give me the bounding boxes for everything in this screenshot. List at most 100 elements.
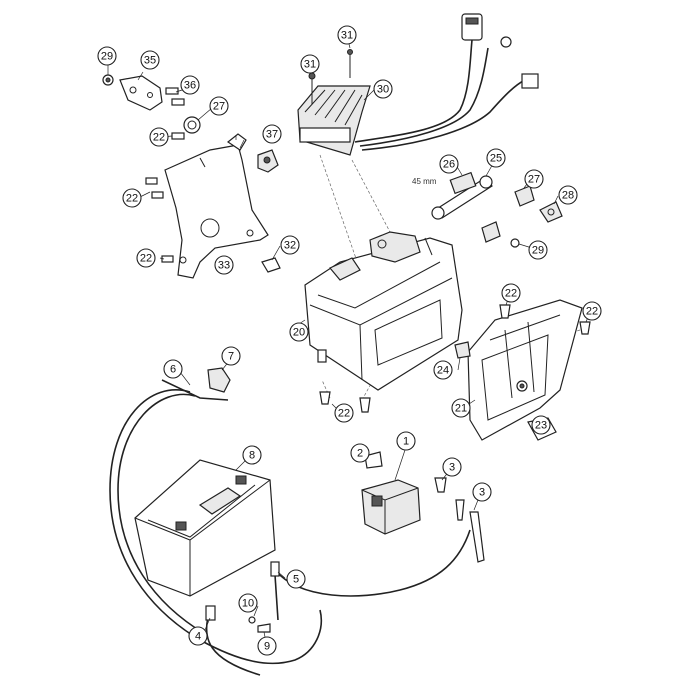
callout-circle: [558, 185, 578, 205]
callout-circle: [472, 482, 492, 502]
clip-32: [261, 257, 281, 273]
callout-32: 32: [280, 235, 300, 255]
callout-number: 23: [535, 420, 547, 432]
callout-20: 20: [289, 322, 309, 342]
callout-circle: [289, 322, 309, 342]
callout-circle: [122, 188, 142, 208]
callout-number: 3: [479, 487, 485, 499]
callout-number: 22: [586, 306, 598, 318]
callout-22: 22: [122, 188, 142, 208]
callout-31: 31: [337, 25, 357, 45]
battery-holder: [304, 231, 463, 391]
callout-22: 22: [149, 127, 169, 147]
callout-8: 8: [242, 445, 262, 465]
holder-screws: [319, 391, 371, 413]
battery: [134, 459, 276, 597]
callout-number: 22: [505, 288, 517, 300]
callout-2: 2: [350, 443, 370, 463]
callout-number: 29: [532, 245, 544, 257]
callout-circle: [334, 403, 354, 423]
callout-33: 33: [214, 255, 234, 275]
callout-circle: [286, 569, 306, 589]
callout-1: 1: [396, 431, 416, 451]
callout-24: 24: [433, 360, 453, 380]
callout-circle: [531, 415, 551, 435]
callout-4: 4: [188, 626, 208, 646]
callout-9: 9: [257, 636, 277, 656]
callout-number: 3: [449, 462, 455, 474]
regulator-wiring: [354, 13, 539, 151]
callout-circle: [442, 457, 462, 477]
dimension-label: 45 mm: [412, 177, 437, 186]
callout-circle: [180, 75, 200, 95]
holder-plate: [119, 75, 163, 111]
callout-number: 31: [341, 30, 353, 42]
callout-circle: [140, 50, 160, 70]
callout-23: 23: [531, 415, 551, 435]
callout-number: 32: [284, 240, 296, 252]
callout-number: 26: [443, 159, 455, 171]
callout-circle: [373, 79, 393, 99]
callout-circle: [524, 169, 544, 189]
callout-number: 27: [213, 101, 225, 113]
callout-circle: [300, 54, 320, 74]
callout-22: 22: [136, 248, 156, 268]
callout-circle: [242, 445, 262, 465]
callout-number: 25: [490, 153, 502, 165]
callout-number: 9: [264, 641, 270, 653]
holder-bracket-21: [467, 299, 583, 441]
callout-circle: [238, 593, 258, 613]
callout-circle: [451, 398, 471, 418]
callout-circle: [501, 283, 521, 303]
grommet-37: [257, 149, 279, 173]
callout-21: 21: [451, 398, 471, 418]
strap-26: 45 mm: [412, 171, 493, 220]
callout-circle: [337, 25, 357, 45]
callout-number: 5: [293, 574, 299, 586]
callout-circle: [136, 248, 156, 268]
callout-number: 35: [144, 55, 156, 67]
callout-number: 31: [304, 59, 316, 71]
callout-number: 36: [184, 80, 196, 92]
callout-28: 28: [558, 185, 578, 205]
callout-7: 7: [221, 346, 241, 366]
callout-circle: [396, 431, 416, 451]
callout-number: 7: [228, 351, 234, 363]
terminal-cap-7: [207, 367, 231, 393]
callout-35: 35: [140, 50, 160, 70]
callout-number: 37: [266, 129, 278, 141]
battery-cables: [109, 379, 485, 676]
starter-relay: [361, 451, 447, 535]
callout-circle: [188, 626, 208, 646]
callout-circle: [257, 636, 277, 656]
callout-number: 24: [437, 365, 449, 377]
callout-22: 22: [501, 283, 521, 303]
callout-31: 31: [300, 54, 320, 74]
callout-circle: [221, 346, 241, 366]
callout-29: 29: [528, 240, 548, 260]
callout-10: 10: [238, 593, 258, 613]
strap-hardware: [481, 185, 563, 248]
callout-circle: [528, 240, 548, 260]
terminal-screws: [248, 616, 271, 633]
small-fasteners-left: [102, 74, 247, 263]
callout-circle: [262, 124, 282, 144]
callout-number: 27: [528, 174, 540, 186]
callout-number: 22: [338, 408, 350, 420]
callout-3: 3: [472, 482, 492, 502]
callout-circle: [280, 235, 300, 255]
callout-number: 10: [242, 598, 254, 610]
callout-group: 1233456789102021222222222222232425262727…: [97, 25, 602, 656]
callout-circle: [350, 443, 370, 463]
callout-circle: [209, 96, 229, 116]
callout-3: 3: [442, 457, 462, 477]
callout-circle: [97, 46, 117, 66]
callout-number: 22: [126, 193, 138, 205]
callout-number: 6: [170, 364, 176, 376]
callout-25: 25: [486, 148, 506, 168]
callout-circle: [582, 301, 602, 321]
callout-number: 1: [403, 436, 409, 448]
callout-number: 2: [357, 448, 363, 460]
callout-27: 27: [524, 169, 544, 189]
callout-number: 29: [101, 51, 113, 63]
